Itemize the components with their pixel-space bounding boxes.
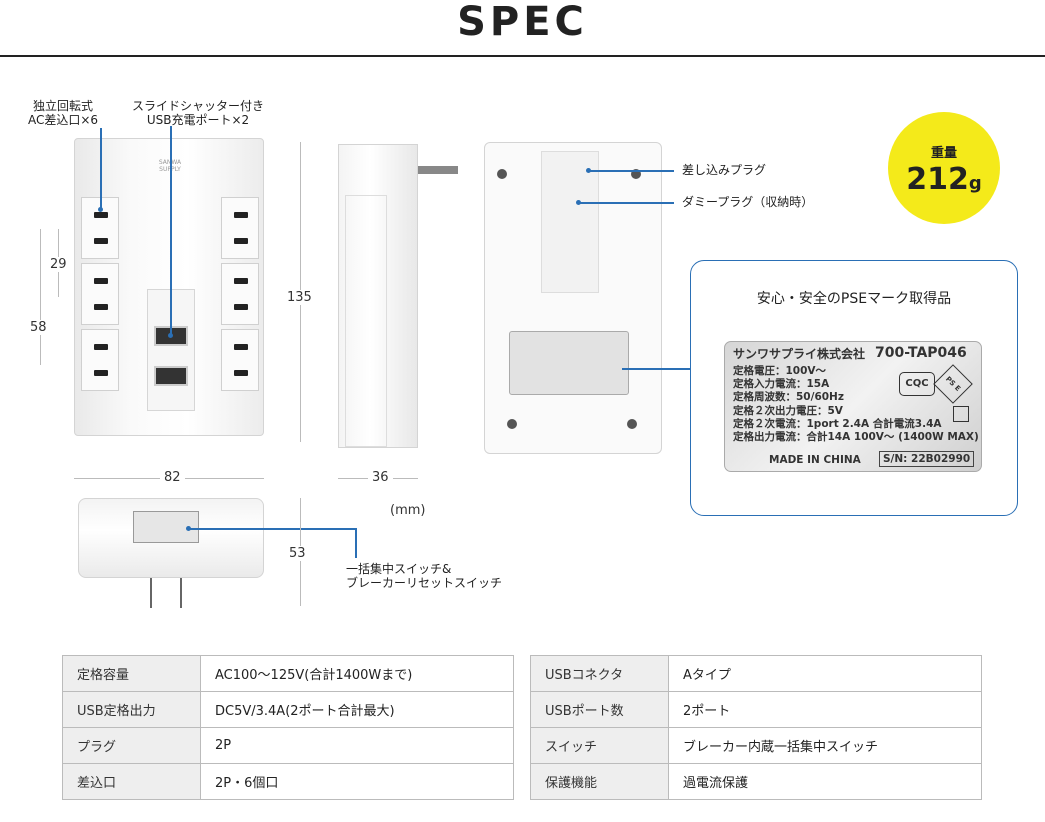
page-title: SPEC	[457, 0, 588, 45]
switch-callout-line-v	[355, 528, 357, 558]
plate-line-2: 定格入力電流：15A	[733, 378, 830, 390]
outlet-note: 独立回転式 AC差込口×6	[28, 99, 99, 127]
dim-53: 53	[289, 546, 306, 561]
outlet-block-right-2	[221, 263, 259, 325]
plug-recess	[541, 151, 599, 293]
usb-callout-dot	[168, 333, 173, 338]
plug-label: 差し込みプラグ	[682, 163, 767, 177]
dim-58: 58	[30, 320, 47, 335]
outlet-callout-dot	[98, 207, 103, 212]
mini-plate	[509, 331, 629, 395]
outlet-block-right-3	[221, 329, 259, 391]
weight-badge: 重量 212g	[888, 112, 1000, 224]
plate-callout-line	[622, 368, 690, 370]
plate-line-3: 定格周波数：50/60Hz	[733, 391, 844, 403]
dim-82: 82	[160, 470, 185, 485]
pse-mark: PS E	[933, 364, 973, 404]
front-view-device: SANWA SUPPLY	[74, 138, 264, 436]
dummy-callout-line	[578, 202, 674, 204]
unit-label: (mm)	[390, 503, 426, 518]
dim-36: 36	[368, 470, 393, 485]
plate-line-4: 定格２次出力電圧：5V	[733, 405, 843, 417]
weight-unit: g	[968, 173, 982, 194]
class2-mark	[953, 406, 969, 422]
plate-line-1: 定格電圧：100V〜	[733, 365, 827, 377]
plug-callout-line	[588, 170, 674, 172]
bottom-view-device	[78, 498, 264, 578]
side-plug	[418, 166, 458, 174]
side-view-device	[338, 144, 418, 448]
table-row: スイッチブレーカー内蔵一括集中スイッチ	[530, 727, 982, 764]
plate-company: サンワサプライ株式会社	[733, 347, 866, 361]
rating-plate: サンワサプライ株式会社 700-TAP046 定格電圧：100V〜 定格入力電流…	[724, 341, 982, 472]
plug-callout-dot	[586, 168, 591, 173]
plate-line-5: 定格２次電流：1port 2.4A 合計電流3.4A	[733, 418, 942, 430]
plate-made-in: MADE IN CHINA	[769, 454, 861, 466]
weight-value: 212	[906, 162, 969, 197]
screw-bl	[507, 419, 517, 429]
plate-line-6: 定格出力電流：合計14A 100V〜 (1400W MAX)	[733, 431, 979, 443]
weight-label: 重量	[930, 146, 957, 161]
usb-port-2	[154, 366, 188, 386]
screw-tr	[631, 169, 641, 179]
switch-note: 一括集中スイッチ& ブレーカーリセットスイッチ	[346, 562, 503, 590]
pse-heading: 安心・安全のPSEマーク取得品	[756, 291, 952, 307]
switch-callout-line	[188, 528, 356, 530]
outlet-block-left-3	[81, 329, 119, 391]
table-row: 保護機能過電流保護	[530, 763, 982, 800]
plate-serial: S/N: 22B02990	[879, 451, 975, 467]
switch-callout-dot	[186, 526, 191, 531]
dummy-plug-label: ダミープラグ（収納時）	[682, 195, 814, 209]
screw-tl	[497, 169, 507, 179]
dim-29: 29	[50, 257, 67, 272]
usb-note: スライドシャッター付き USB充電ポート×2	[132, 99, 265, 127]
usb-callout-line	[170, 126, 172, 336]
dim-135: 135	[287, 290, 312, 305]
back-view-device	[484, 142, 662, 454]
title-divider	[0, 55, 1045, 57]
outlet-block-left-2	[81, 263, 119, 325]
weight-value-row: 212g	[888, 162, 1000, 197]
dummy-callout-dot	[576, 200, 581, 205]
plate-model: 700-TAP046	[875, 345, 967, 361]
bottom-plug-prong-2	[180, 578, 182, 608]
outlet-block-right-1	[221, 197, 259, 259]
bottom-plug-prong-1	[150, 578, 152, 608]
cqc-mark: CQC	[899, 372, 935, 396]
outlet-callout-line	[100, 128, 102, 210]
screw-br	[627, 419, 637, 429]
dim-58-line	[40, 229, 41, 365]
